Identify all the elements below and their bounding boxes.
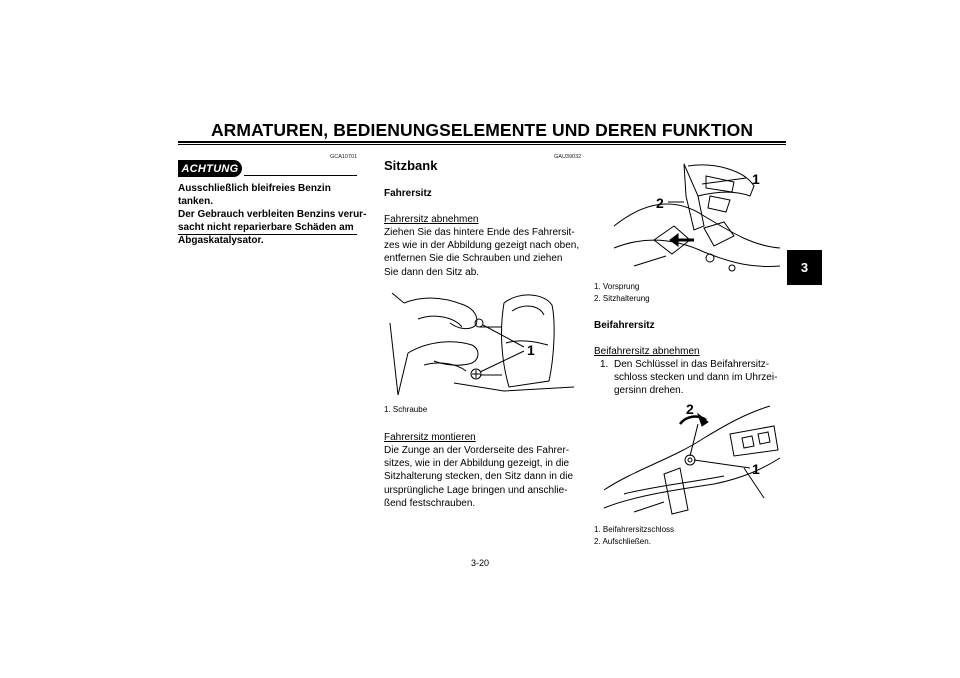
body-line: ßend festschrauben. bbox=[384, 497, 476, 509]
body-line: Den Schlüssel in das Beifahrersitz- bbox=[614, 359, 770, 370]
subheading-passenger-seat: Beifahrersitz bbox=[594, 320, 655, 331]
callout-number: 2 bbox=[686, 401, 694, 417]
caution-line: Der Gebrauch verbleiten Benzins verur- bbox=[178, 209, 367, 220]
legend-item: 1. Beifahrersitzschloss bbox=[594, 525, 675, 534]
subheading-rider-seat: Fahrersitz bbox=[384, 188, 432, 199]
section-code: GAU39032 bbox=[554, 154, 582, 160]
page-header-title: ARMATUREN, BEDIENUNGSELEMENTE UND DEREN … bbox=[210, 120, 754, 140]
legend-item: 1. Schraube bbox=[384, 405, 428, 414]
body-line: Ziehen Sie das hintere Ende des Fahrersi… bbox=[384, 227, 575, 238]
body-line: sitzes, wie in der Abbildung gezeigt, in… bbox=[384, 458, 570, 470]
figure-rider-seat-bolts: 1 bbox=[389, 292, 575, 396]
text-remove-rider-seat: Ziehen Sie das hintere Ende des Fahrersi… bbox=[384, 226, 584, 279]
callout-number: 1 bbox=[527, 342, 535, 358]
legend-seat-holder: 1. Vorsprung 2. Sitzhalterung bbox=[594, 281, 650, 305]
body-line: schloss stecken und dann im Uhrzei- bbox=[614, 372, 778, 384]
caution-line: Abgaskatalysator. bbox=[178, 235, 264, 246]
legend-item: 2. Aufschließen. bbox=[594, 537, 651, 546]
achtung-badge: ACHTUNG bbox=[178, 160, 242, 177]
body-line: Sitzhalterung stecken, den Sitz dann in … bbox=[384, 471, 574, 483]
callout-number: 2 bbox=[656, 195, 664, 211]
body-line: Die Zunge an der Vorderseite des Fahrer- bbox=[384, 445, 570, 456]
legend-passenger-seat-lock: 1. Beifahrersitzschloss 2. Aufschließen. bbox=[594, 524, 674, 548]
legend-item: 2. Sitzhalterung bbox=[594, 294, 650, 303]
chapter-tab[interactable]: 3 bbox=[787, 250, 822, 285]
caution-code: GCA10701 bbox=[330, 154, 358, 160]
figure-passenger-seat-lock: 2 1 bbox=[603, 401, 781, 515]
caution-text: Ausschließlich bleifreies Benzin tanken.… bbox=[178, 182, 368, 247]
text-install-rider-seat: Die Zunge an der Vorderseite des Fahrer-… bbox=[384, 444, 584, 510]
legend-rider-seat: 1. Schraube bbox=[384, 404, 427, 416]
section-title: Sitzbank bbox=[384, 158, 438, 173]
body-line: gersinn drehen. bbox=[614, 385, 684, 397]
caution-end-rule bbox=[178, 234, 357, 235]
callout-number: 1 bbox=[752, 461, 760, 477]
label-install-rider-seat: Fahrersitz montieren bbox=[384, 432, 476, 443]
callout-number: 1 bbox=[752, 171, 760, 187]
header-rule bbox=[178, 141, 786, 143]
achtung-rule bbox=[244, 175, 357, 176]
caution-line: sacht nicht reparierbare Schäden am bbox=[178, 222, 354, 233]
caution-line: Ausschließlich bleifreies Benzin tanken. bbox=[178, 183, 331, 207]
body-line: Sie dann den Sitz ab. bbox=[384, 266, 480, 278]
legend-item: 1. Vorsprung bbox=[594, 282, 640, 291]
body-line: entfernen Sie die Schrauben und ziehen bbox=[384, 253, 563, 265]
body-line: ursprüngliche Lage bringen und anschlie- bbox=[384, 484, 568, 496]
label-remove-rider-seat: Fahrersitz abnehmen bbox=[384, 214, 479, 225]
figure-seat-holder: 1 2 bbox=[613, 163, 781, 272]
step-text: Den Schlüssel in das Beifahrersitz- schl… bbox=[614, 358, 786, 398]
page-number: 3-20 bbox=[470, 558, 489, 568]
label-remove-passenger-seat: Beifahrersitz abnehmen bbox=[594, 346, 700, 357]
body-line: zes wie in der Abbildung gezeigt nach ob… bbox=[384, 240, 580, 252]
step-number: 1. bbox=[600, 359, 609, 370]
header-rule-thin bbox=[178, 144, 786, 145]
